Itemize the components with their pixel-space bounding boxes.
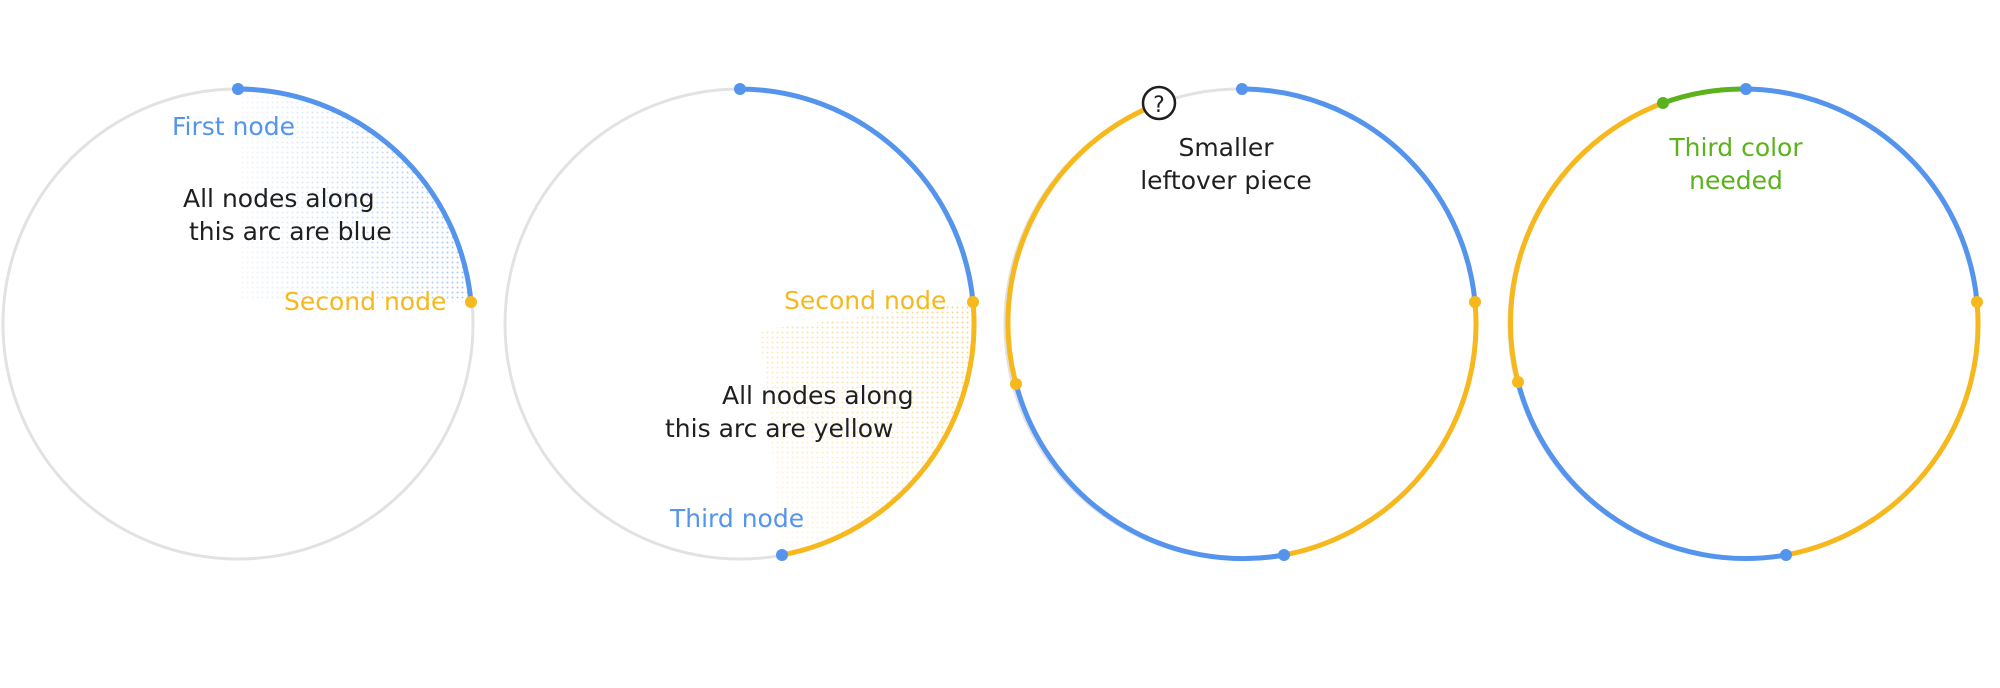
- panel1-note-line2: this arc are blue: [189, 217, 392, 246]
- panel3-note-line1: Smaller: [1178, 133, 1274, 162]
- panel-1: First node All nodes along this arc are …: [1, 83, 477, 561]
- panel2-third-node: [776, 549, 788, 561]
- panel4-node-green: [1657, 97, 1669, 109]
- panel1-first-node: [232, 83, 244, 95]
- panel2-yellow-arc: [779, 299, 977, 558]
- panel3-node-left: [1010, 378, 1022, 390]
- panel4-blue-arc-bottom: [1515, 379, 1789, 561]
- panel1-first-node-label: First node: [172, 112, 295, 141]
- panel-4: Third color needed: [1507, 83, 1983, 561]
- panel4-node-bottom: [1780, 549, 1792, 561]
- panel4-yellow-arc-right: [1783, 299, 1981, 558]
- panel1-second-node-label: Second node: [284, 287, 446, 316]
- panel4-note-line2: needed: [1689, 166, 1783, 195]
- panel2-third-node-label: Third node: [669, 504, 804, 533]
- panel3-node-bottom: [1278, 549, 1290, 561]
- panel4-node-right: [1971, 296, 1983, 308]
- panel4-blue-arc-top-right: [1743, 86, 1980, 305]
- panel2-note-line1: All nodes along: [722, 381, 914, 410]
- panel3-blue-arc-bottom: [1013, 381, 1287, 562]
- panel1-blue-arc: [235, 86, 474, 305]
- panel4-note-line1: Third color: [1668, 133, 1803, 162]
- panel1-blue-shaded-wedge: [238, 88, 473, 302]
- panel4-yellow-arc-left: [1508, 100, 1666, 385]
- panel1-note-line1: All nodes along: [183, 184, 375, 213]
- panel3-note-line2: leftover piece: [1140, 166, 1312, 195]
- panel3-blue-arc-top-right: [1239, 86, 1478, 305]
- question-mark-icon: ?: [1141, 85, 1177, 121]
- panel3-yellow-arc-right: [1281, 299, 1479, 558]
- panel3-node-right: [1469, 296, 1481, 308]
- panel4-green-arc: [1660, 86, 1749, 106]
- svg-text:?: ?: [1153, 93, 1165, 118]
- panel2-note-line2: this arc are yellow: [665, 414, 894, 443]
- panel4-node-top: [1740, 83, 1752, 95]
- panel1-second-node: [465, 296, 477, 308]
- panel-3: ? Smaller leftover piece: [1003, 83, 1481, 562]
- panel3-node-top: [1236, 83, 1248, 95]
- panel2-first-node: [734, 83, 746, 95]
- panel2-blue-arc: [737, 86, 976, 305]
- panel2-yellow-shaded-wedge: [760, 302, 974, 553]
- panel-2: Second node All nodes along this arc are…: [503, 83, 979, 561]
- panel2-second-node-label: Second node: [784, 286, 946, 315]
- panel2-second-node: [967, 296, 979, 308]
- panel3-yellow-arc-left: [1005, 105, 1151, 387]
- panel4-node-left: [1512, 376, 1524, 388]
